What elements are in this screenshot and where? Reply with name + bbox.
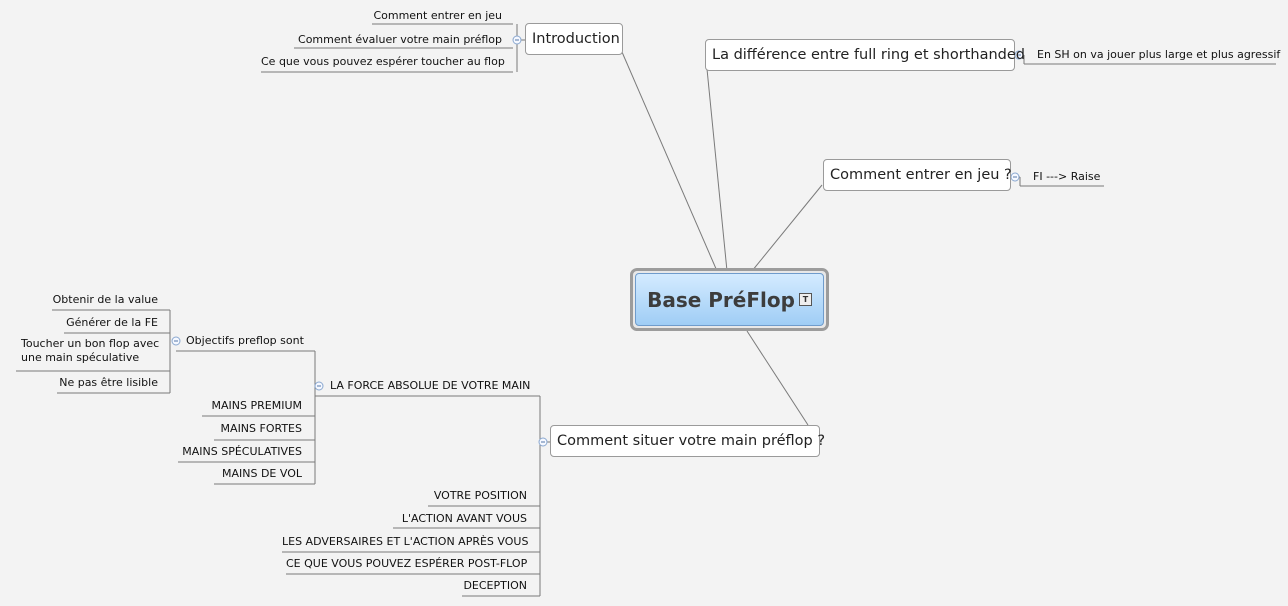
objectif-3[interactable]: Toucher un bon flop avec une main spécul… [21, 337, 160, 364]
objectif-2[interactable]: Générer de la FE [66, 316, 158, 329]
central-topic-title: Base PréFlop [647, 287, 795, 312]
subtopic-intro-2[interactable]: Comment évaluer votre main préflop [298, 33, 502, 46]
topic-entrer[interactable]: Comment entrer en jeu ? [823, 159, 1012, 191]
subtopic-entrer-1[interactable]: FI ---> Raise [1033, 170, 1101, 183]
subtopic-intro-1[interactable]: Comment entrer en jeu [373, 9, 502, 22]
topic-difference[interactable]: La différence entre full ring et shortha… [705, 39, 1025, 71]
subtopic-objectifs[interactable]: Objectifs preflop sont [186, 334, 304, 347]
topic-situer[interactable]: Comment situer votre main préflop ? [550, 425, 825, 457]
topic-introduction[interactable]: Introduction [525, 23, 623, 55]
subtopic-position[interactable]: VOTRE POSITION [433, 489, 527, 502]
subtopic-adversaires[interactable]: LES ADVERSAIRES ET L'ACTION APRÈS VOUS [282, 535, 529, 548]
subtopic-force[interactable]: LA FORCE ABSOLUE DE VOTRE MAIN [330, 379, 531, 392]
objectif-4[interactable]: Ne pas être lisible [59, 376, 158, 389]
mains-premium[interactable]: MAINS PREMIUM [211, 399, 302, 412]
subtopic-post-flop[interactable]: CE QUE VOUS POUVEZ ESPÉRER POST-FLOP [286, 557, 528, 570]
mains-de-vol[interactable]: MAINS DE VOL [221, 467, 302, 480]
subtopic-intro-3[interactable]: Ce que vous pouvez espérer toucher au fl… [261, 55, 505, 68]
subtopic-deception[interactable]: DECEPTION [463, 579, 527, 592]
text-note-icon[interactable]: T [798, 293, 812, 306]
subtopic-action-avant[interactable]: L'ACTION AVANT VOUS [401, 512, 527, 525]
subtopic-diff-1[interactable]: En SH on va jouer plus large et plus agr… [1037, 48, 1281, 61]
mains-fortes[interactable]: MAINS FORTES [220, 422, 302, 435]
mains-speculatives[interactable]: MAINS SPÉCULATIVES [182, 445, 302, 458]
objectif-1[interactable]: Obtenir de la value [52, 293, 158, 306]
central-topic[interactable]: Base PréFlop T [630, 268, 829, 331]
